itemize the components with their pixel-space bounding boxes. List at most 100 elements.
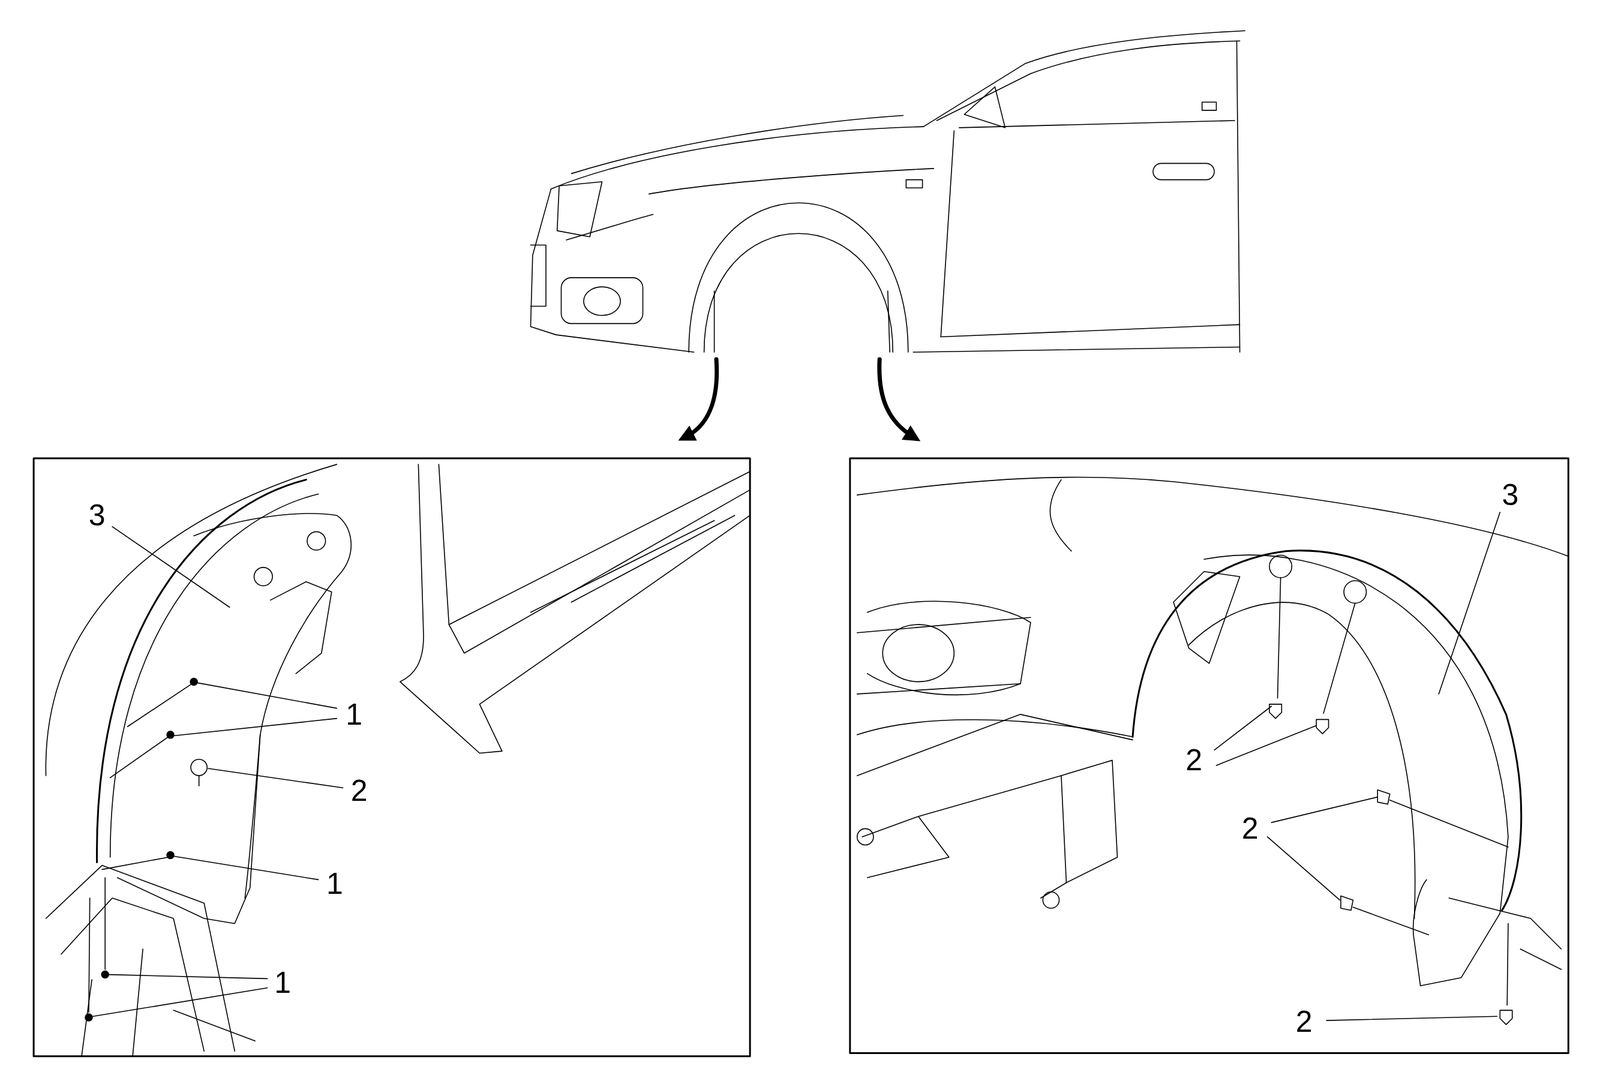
line-art <box>438 464 750 625</box>
line-art <box>857 617 1031 695</box>
line-art <box>566 214 654 240</box>
line-art <box>867 601 1031 695</box>
line-art <box>913 347 1240 353</box>
line-art <box>1061 760 1118 883</box>
line-art <box>1132 550 1522 911</box>
callout-number: 1 <box>274 967 291 998</box>
line-art <box>1204 554 1509 986</box>
line-art <box>964 86 1005 128</box>
line-art <box>117 513 352 924</box>
line-art <box>173 856 319 880</box>
line-art <box>1316 719 1329 734</box>
line-art <box>530 515 735 613</box>
line-art <box>940 324 1240 337</box>
line-art <box>557 181 603 237</box>
line-art <box>550 126 924 189</box>
line-art <box>244 734 261 899</box>
callout-number: 3 <box>88 500 106 531</box>
line-art <box>1520 949 1562 970</box>
line-art <box>190 677 198 686</box>
line-art <box>1277 577 1356 714</box>
callout-number: 2 <box>1295 1006 1313 1037</box>
line-art <box>112 526 230 608</box>
line-art <box>857 476 1569 557</box>
line-art <box>882 624 954 682</box>
line-art <box>850 458 1569 1054</box>
line-art <box>173 682 337 736</box>
line-art <box>173 1010 255 1041</box>
line-art <box>583 286 621 316</box>
line-art <box>81 949 143 1057</box>
callout-number: 2 <box>1185 745 1203 776</box>
line-art <box>560 277 643 324</box>
line-art <box>307 531 326 551</box>
line-art <box>936 40 1240 121</box>
line-art <box>33 458 750 1057</box>
line-art <box>857 719 1133 738</box>
callout-number: 1 <box>345 699 363 730</box>
line-art <box>101 971 109 979</box>
line-art <box>254 567 273 587</box>
line-art <box>101 683 192 870</box>
line-art <box>1173 571 1241 664</box>
right-detail-panel <box>850 458 1569 1054</box>
line-art <box>46 865 236 1052</box>
line-art <box>208 768 344 788</box>
line-art <box>918 775 1067 899</box>
line-art <box>688 202 909 353</box>
line-art <box>1499 1010 1512 1025</box>
line-art <box>1267 797 1379 901</box>
line-art <box>879 359 914 437</box>
vehicle-overview <box>530 30 1245 437</box>
line-art <box>1326 1016 1497 1021</box>
line-art <box>45 464 337 776</box>
line-art <box>1153 163 1215 180</box>
callout-number: 2 <box>1241 813 1259 844</box>
line-art <box>1352 800 1509 936</box>
line-art <box>530 188 694 353</box>
line-art <box>1236 40 1240 353</box>
line-art <box>1042 892 1059 909</box>
line-art <box>714 290 891 353</box>
line-art <box>685 359 717 437</box>
line-art <box>166 731 174 739</box>
line-art <box>1189 602 1416 919</box>
line-art <box>1343 580 1367 603</box>
line-art <box>1049 479 1072 552</box>
line-art <box>571 115 904 174</box>
callout-number: 2 <box>350 775 368 806</box>
line-art <box>1269 704 1513 1025</box>
line-art <box>61 898 204 1052</box>
line-art <box>96 479 306 863</box>
line-art <box>1448 898 1562 950</box>
callout-number: 3 <box>1501 479 1519 510</box>
line-art <box>1269 555 1292 578</box>
line-art <box>530 244 546 306</box>
callout-number: 1 <box>326 868 344 899</box>
line-art <box>1507 923 1509 1006</box>
line-art <box>923 30 1245 127</box>
line-art <box>905 179 923 189</box>
line-art <box>166 851 174 860</box>
line-art <box>88 877 105 1013</box>
line-art <box>649 168 935 195</box>
line-art <box>198 775 200 786</box>
line-art <box>857 828 874 845</box>
line-art <box>85 1013 93 1022</box>
line-art <box>400 464 750 753</box>
line-art <box>1438 512 1500 695</box>
line-art <box>190 759 207 776</box>
line-art <box>110 493 319 858</box>
line-art <box>704 233 894 353</box>
line-art <box>1377 790 1390 805</box>
line-art <box>1340 896 1353 911</box>
line-art <box>940 130 954 338</box>
line-art <box>448 490 750 654</box>
line-art <box>270 581 332 674</box>
line-art <box>1214 706 1317 766</box>
line-art <box>92 974 268 1017</box>
line-art <box>862 816 950 878</box>
left-detail-panel <box>33 458 750 1057</box>
